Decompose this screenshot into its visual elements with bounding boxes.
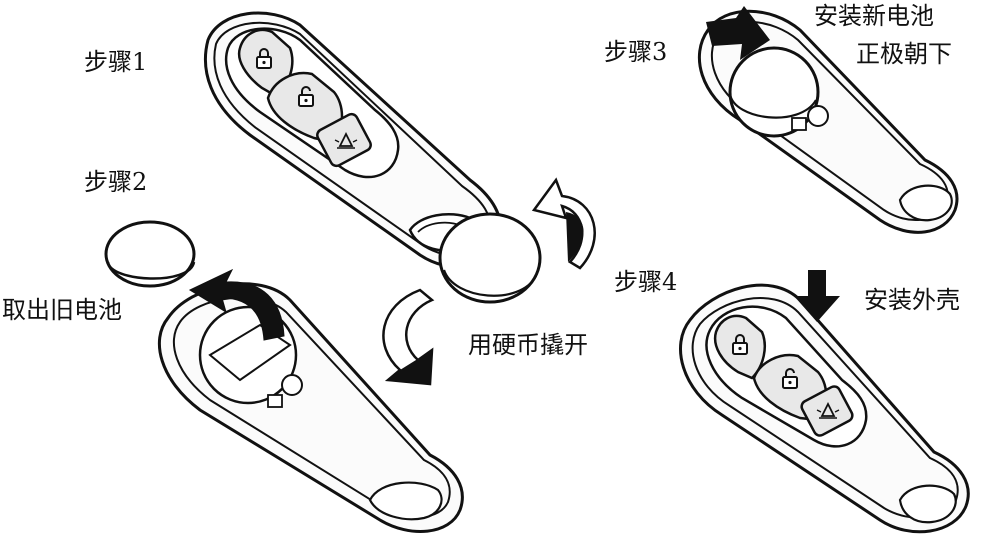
positive-side-down-label: 正极朝下 <box>856 40 952 68</box>
remote-open-step2 <box>104 220 464 533</box>
insert-arrow-icon <box>706 6 770 60</box>
step4-label: 步骤4 <box>614 268 678 296</box>
remote-closed-step4 <box>679 270 970 534</box>
install-new-battery-label: 安装新电池 <box>814 2 934 30</box>
press-down-arrow-icon <box>794 270 840 322</box>
remove-old-battery-label: 取出旧电池 <box>2 296 122 324</box>
step2-label: 步骤2 <box>84 168 148 196</box>
remove-arrow-icon <box>188 268 285 341</box>
pry-with-coin-label: 用硬币撬开 <box>468 331 588 359</box>
lock-button <box>713 314 766 380</box>
step1-label: 步骤1 <box>84 48 148 76</box>
rotate-arrow-icon <box>531 177 596 270</box>
lock-button <box>237 28 294 98</box>
battery-icon <box>104 220 196 288</box>
coin-icon <box>438 212 542 304</box>
remote-open-step3 <box>698 6 959 234</box>
coin-pry <box>382 177 596 386</box>
install-shell-label: 安装外壳 <box>864 286 960 314</box>
panic-button <box>316 112 372 168</box>
step3-label: 步骤3 <box>604 38 668 66</box>
panic-button <box>800 385 854 437</box>
